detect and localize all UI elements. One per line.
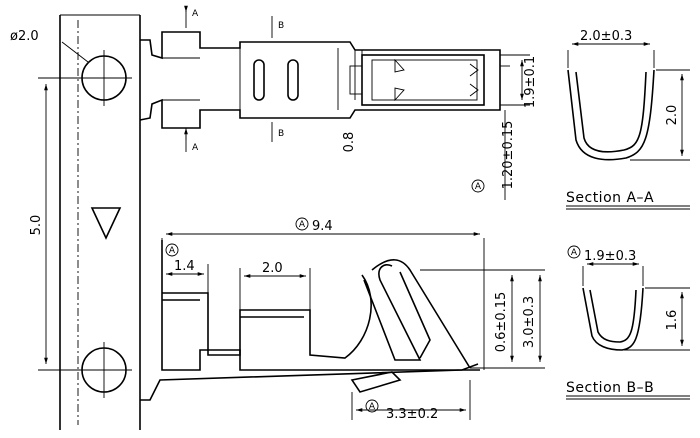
svg-text:A: A: [475, 182, 482, 192]
svg-text:A: A: [299, 220, 306, 230]
section-b-b: A 1.9±0.3 1.6 Section B–B: [566, 245, 690, 400]
terminal-top-view: A A B B 0.8 1.9±0.1 1.20±0.15 A: [139, 5, 538, 200]
svg-text:A: A: [571, 248, 578, 258]
contact-width-dimension: 3.3±0.2: [386, 407, 438, 422]
section-marker-b-top: B: [278, 21, 284, 31]
carrier-strip: ø2.0 5.0: [10, 14, 141, 430]
svg-text:A: A: [369, 402, 376, 412]
length-dimension: 9.4: [312, 219, 333, 234]
section-b-width: 1.9±0.3: [584, 249, 636, 264]
section-marker-b-bottom: B: [278, 129, 284, 139]
section-b-title: Section B–B: [566, 380, 654, 396]
height-dimension-mid: 1.20±0.15: [501, 121, 516, 190]
section-a-width: 2.0±0.3: [580, 29, 632, 44]
section-b-height: 1.6: [665, 310, 680, 331]
section-marker-a-top: A: [192, 9, 199, 19]
terminal-side-view: A 9.4 A 1.4 2.0 0.6±0.15 3.0±0.3 A 3.3±0…: [140, 217, 545, 422]
section-a-title: Section A–A: [566, 190, 654, 206]
section-a-height: 2.0: [665, 105, 680, 126]
section-marker-a-bottom: A: [192, 143, 199, 153]
height-b-dimension: 3.0±0.3: [522, 296, 537, 348]
hole-diameter-label: ø2.0: [10, 29, 39, 44]
section-a-a: 2.0±0.3 2.0 Section A–A: [566, 29, 690, 210]
thickness-dimension: 0.8: [342, 132, 357, 153]
svg-text:A: A: [169, 246, 176, 256]
tab-width-dimension: 1.4: [174, 259, 195, 274]
pitch-dimension: 5.0: [29, 215, 44, 236]
direction-mark-icon: [90, 207, 122, 240]
height-dimension-top: 1.9±0.1: [523, 56, 538, 108]
slot-width-dimension: 2.0: [262, 261, 283, 276]
thickness-a-dimension: 0.6±0.15: [494, 292, 509, 353]
